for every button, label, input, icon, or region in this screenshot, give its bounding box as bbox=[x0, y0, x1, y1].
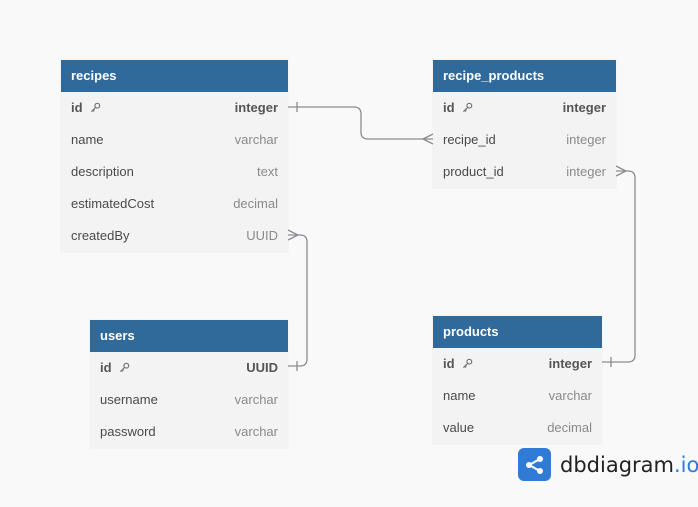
field-type: decimal bbox=[233, 196, 278, 211]
field-type: decimal bbox=[547, 420, 592, 435]
many-marker bbox=[287, 229, 300, 241]
field-type: integer bbox=[566, 132, 606, 147]
field-name: id bbox=[71, 100, 83, 115]
table-header[interactable]: products bbox=[433, 316, 602, 348]
field-name: id bbox=[100, 360, 112, 375]
field-row-product-id[interactable]: product_id integer bbox=[433, 156, 616, 188]
field-row-estimatedcost[interactable]: estimatedCost decimal bbox=[61, 188, 288, 220]
field-type: integer bbox=[234, 100, 278, 115]
field-row-id[interactable]: id integer bbox=[433, 92, 616, 124]
field-row-name[interactable]: name varchar bbox=[61, 124, 288, 156]
key-icon bbox=[91, 102, 101, 113]
field-row-username[interactable]: username varchar bbox=[90, 384, 288, 416]
field-row-id[interactable]: id integer bbox=[433, 348, 602, 380]
many-marker bbox=[615, 165, 628, 177]
field-type: integer bbox=[562, 100, 606, 115]
dbdiagram-logo-icon bbox=[518, 448, 551, 481]
field-name: recipe_id bbox=[443, 132, 496, 147]
field-name: username bbox=[100, 392, 158, 407]
brand-text: dbdiagram.io bbox=[560, 453, 698, 477]
relationship-users-recipes bbox=[288, 234, 308, 367]
field-row-value[interactable]: value decimal bbox=[433, 412, 602, 444]
table-header[interactable]: recipe_products bbox=[433, 60, 616, 92]
field-name: description bbox=[71, 164, 134, 179]
table-recipe-products[interactable]: recipe_products id integer recipe_id int… bbox=[433, 60, 616, 188]
field-name: product_id bbox=[443, 164, 504, 179]
table-recipes[interactable]: recipes id integer name varchar descript… bbox=[61, 60, 288, 252]
table-products[interactable]: products id integer name varchar value d… bbox=[433, 316, 602, 444]
field-name: name bbox=[443, 388, 476, 403]
field-row-id[interactable]: id UUID bbox=[90, 352, 288, 384]
field-row-createdby[interactable]: createdBy UUID bbox=[61, 220, 288, 252]
field-type: varchar bbox=[234, 132, 278, 147]
field-row-name[interactable]: name varchar bbox=[433, 380, 602, 412]
field-row-id[interactable]: id integer bbox=[61, 92, 288, 124]
table-users[interactable]: users id UUID username varchar password … bbox=[90, 320, 288, 448]
field-row-password[interactable]: password varchar bbox=[90, 416, 288, 448]
table-header[interactable]: recipes bbox=[61, 60, 288, 92]
field-type: text bbox=[257, 164, 278, 179]
field-type: integer bbox=[548, 356, 592, 371]
relationship-products-recipe-products bbox=[602, 170, 636, 363]
brand-name: dbdiagram bbox=[560, 452, 674, 477]
field-name: name bbox=[71, 132, 104, 147]
field-type: integer bbox=[566, 164, 606, 179]
field-name: password bbox=[100, 424, 156, 439]
key-icon bbox=[463, 102, 473, 113]
key-icon bbox=[120, 362, 130, 373]
key-icon bbox=[463, 358, 473, 369]
field-type: UUID bbox=[246, 228, 278, 243]
field-name: value bbox=[443, 420, 475, 435]
brand-tld: .io bbox=[673, 452, 698, 477]
field-name: id bbox=[443, 100, 455, 115]
field-type: varchar bbox=[548, 388, 592, 403]
relationship-recipes-recipe-products bbox=[288, 106, 433, 140]
field-row-recipe-id[interactable]: recipe_id integer bbox=[433, 124, 616, 156]
field-type: UUID bbox=[246, 360, 278, 375]
many-marker bbox=[421, 133, 434, 145]
field-type: varchar bbox=[234, 424, 278, 439]
table-header[interactable]: users bbox=[90, 320, 288, 352]
field-name: createdBy bbox=[71, 228, 130, 243]
field-row-description[interactable]: description text bbox=[61, 156, 288, 188]
dbdiagram-brand[interactable]: dbdiagram.io bbox=[518, 448, 698, 481]
field-type: varchar bbox=[234, 392, 278, 407]
field-name: id bbox=[443, 356, 455, 371]
field-name: estimatedCost bbox=[71, 196, 155, 211]
